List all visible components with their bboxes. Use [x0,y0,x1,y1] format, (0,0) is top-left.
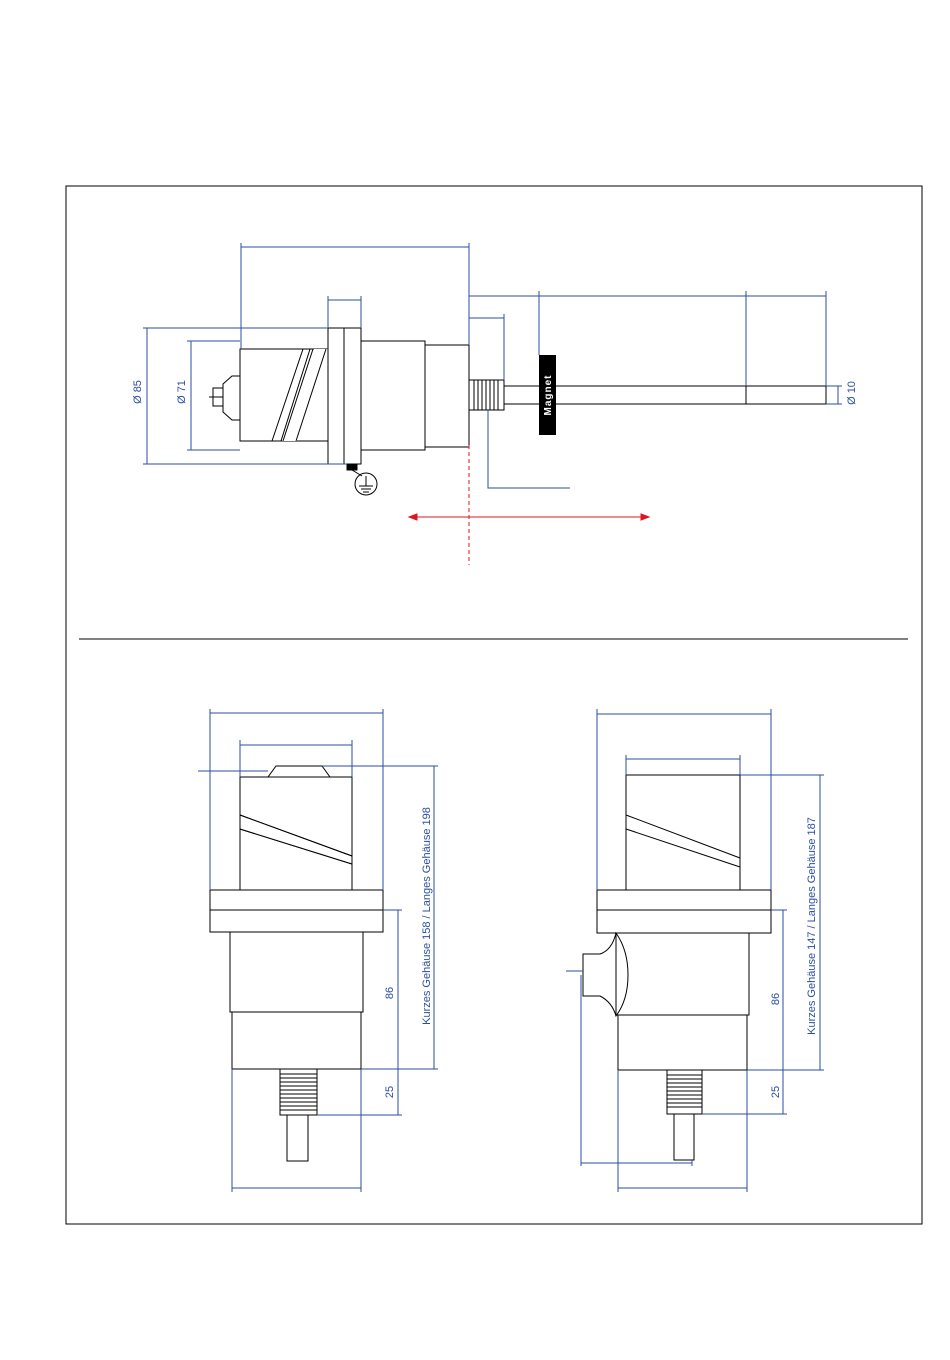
bottom-right-sensor [583,775,771,1160]
dim-outer-diameter: Ø 85 [132,380,144,404]
bottom-right-dimensions [566,709,824,1192]
br-dim-86: 86 [770,993,782,1005]
br-housing-length: Kurzes Gehäuse 147 / Langes Gehäuse 187 [806,817,818,1035]
bl-dim-25: 25 [384,1086,396,1098]
bottom-left-dimensions [198,709,438,1192]
bl-housing-length: Kurzes Gehäuse 158 / Langes Gehäuse 198 [421,807,433,1025]
bottom-left-sensor [210,766,383,1161]
magnet-label: Magnet [543,375,554,416]
br-dim-25: 25 [770,1086,782,1098]
dim-inner-diameter: Ø 71 [176,380,188,404]
bl-dim-86: 86 [384,987,396,999]
top-dimensions [143,243,842,488]
top-view-sensor [209,328,826,464]
dim-rod-diameter: Ø 10 [846,381,858,405]
drawing-frame [66,186,922,1224]
measuring-direction-arrow [409,514,649,520]
ground-icon [347,464,377,495]
